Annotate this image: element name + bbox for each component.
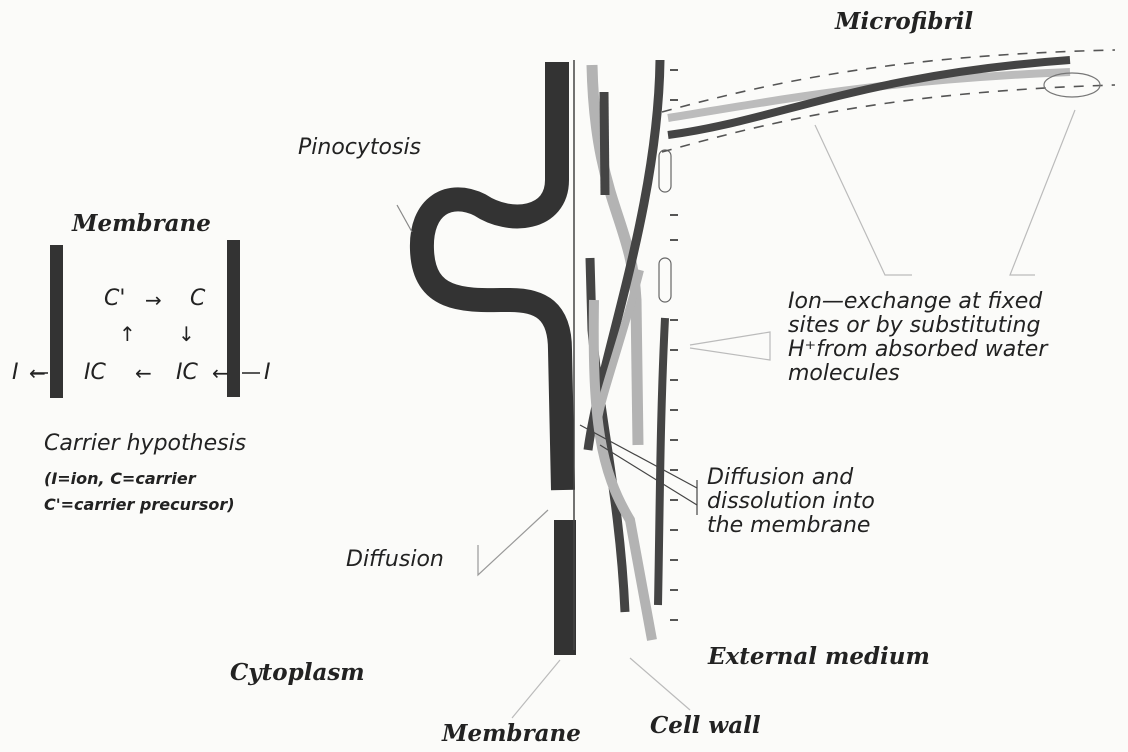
ion-exchange-line-2: sites or by substituting — [788, 314, 1047, 338]
carrier-membrane-left-bar — [50, 245, 63, 398]
carrier-hypothesis-label: Carrier hypothesis — [44, 432, 246, 456]
microfibril-fixed-site-ellipse — [1044, 73, 1100, 97]
diffusion-dissolution-label: Diffusion and dissolution into the membr… — [707, 466, 875, 538]
ion-exchange-line-1: Ion—exchange at fixed — [788, 290, 1047, 314]
carrier-arrow-left-2: ← — [135, 361, 152, 385]
carrier-ic-left: IC — [84, 360, 106, 385]
membrane-top-label: Membrane — [72, 210, 211, 237]
cell-wall-edge-dashes — [670, 70, 678, 620]
wall-strand-dark-1 — [604, 92, 605, 195]
carrier-arrow-down: ↓ — [178, 322, 195, 346]
carrier-arrow-up: ↑ — [119, 322, 136, 346]
carrier-key: (I=ion, C=carrier C'=carrier precursor) — [44, 466, 235, 518]
diffusion-dissolution-line-3: the membrane — [707, 514, 875, 538]
carrier-i-left: I — [12, 360, 19, 385]
carrier-arrow-left-1: ← — [29, 361, 46, 385]
carrier-c: C — [190, 286, 205, 311]
diffusion-dissolution-line-1: Diffusion and — [707, 466, 875, 490]
carrier-arrow-left-3: ← — [212, 361, 229, 385]
membrane-bottom-pointer — [512, 660, 560, 718]
carrier-arrow-right: → — [145, 288, 162, 312]
fixed-site-capsule-1 — [659, 150, 671, 192]
carrier-key-line-2: C'=carrier precursor) — [44, 492, 235, 518]
carrier-ic-right: IC — [176, 360, 198, 385]
diffusion-pointer — [478, 510, 548, 575]
cytoplasm-label: Cytoplasm — [230, 659, 365, 686]
carrier-membrane-right-bar — [227, 240, 240, 397]
external-medium-label: External medium — [708, 643, 930, 670]
carrier-c-prime: C' — [104, 286, 125, 311]
microfibril-outline-bottom — [662, 85, 1115, 152]
ion-exchange-line-3: H⁺from absorbed water — [788, 338, 1047, 362]
pinocytosis-tube — [422, 62, 563, 490]
pinocytosis-pointer — [397, 205, 412, 232]
microfibril-label: Microfibril — [835, 8, 973, 35]
diffusion-label: Diffusion — [346, 548, 444, 572]
carrier-key-line-1: (I=ion, C=carrier — [44, 466, 235, 492]
ion-exchange-line-4: molecules — [788, 362, 1047, 386]
microfibril-strand-light — [668, 72, 1070, 118]
fixed-site-capsule-2 — [659, 258, 671, 302]
diffusion-dissolution-line-2: dissolution into — [707, 490, 875, 514]
membrane-lower-segment — [554, 520, 576, 655]
cell-wall-label: Cell wall — [650, 712, 761, 739]
pinocytosis-label: Pinocytosis — [298, 136, 421, 160]
membrane-bottom-label: Membrane — [442, 720, 581, 747]
ion-exchange-label: Ion—exchange at fixed sites or by substi… — [788, 290, 1047, 386]
cell-wall-bottom-pointer — [630, 658, 690, 710]
wall-strand-dark-4 — [658, 318, 665, 605]
carrier-i-right: I — [264, 360, 271, 385]
